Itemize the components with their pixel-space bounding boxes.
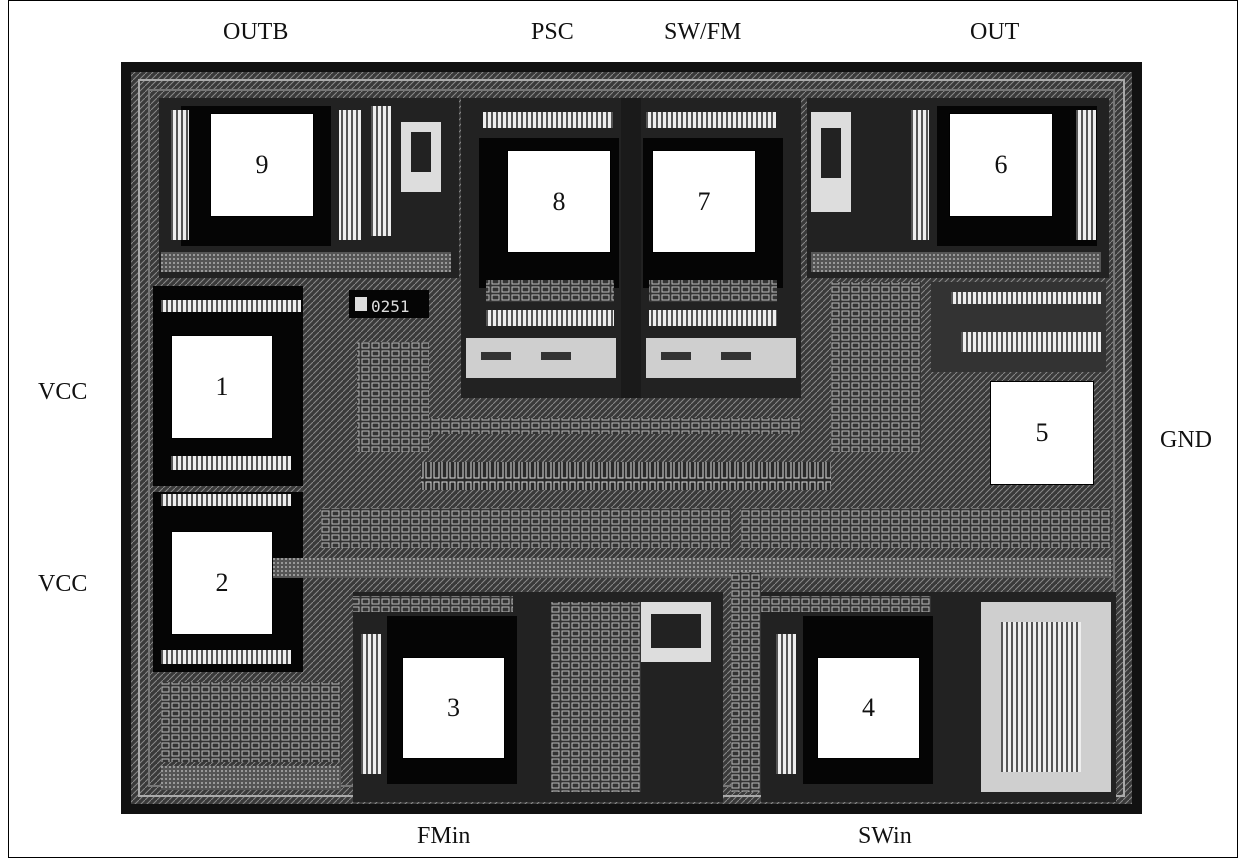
bond-pad-3: 3 [402,657,505,759]
bond-pad-5: 5 [990,381,1094,485]
bond-pad-9: 9 [210,113,314,217]
bond-pad-4: 4 [817,657,920,759]
bond-pad-1: 1 [171,335,273,439]
chip-marking: 0251 [371,297,410,316]
pin-label-fmin: FMin [417,823,471,849]
pin-label-sw-fm: SW/FM [664,19,742,45]
pin-label-swin: SWin [858,823,912,849]
bond-pad-7: 7 [652,150,756,253]
pin-label-out: OUT [970,19,1020,45]
bond-pad-2: 2 [171,531,273,635]
pin-label-psc: PSC [531,19,574,45]
pin-label-outb: OUTB [223,19,289,45]
pin-label-vcc-1: VCC [38,379,88,405]
bond-pad-6: 6 [949,113,1053,217]
figure-frame [8,0,1238,858]
pin-label-vcc-2: VCC [38,571,88,597]
pin-label-gnd: GND [1160,427,1212,453]
bond-pad-8: 8 [507,150,611,253]
